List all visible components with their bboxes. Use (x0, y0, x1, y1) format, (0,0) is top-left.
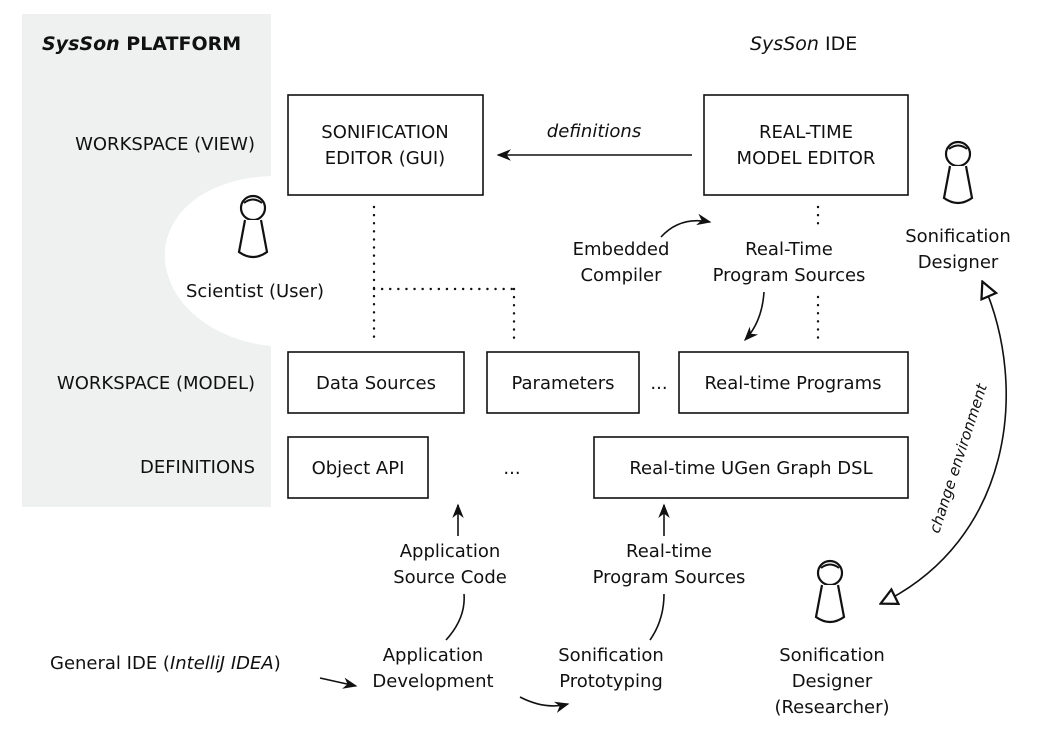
dev-to-prototyping-arrow (519, 696, 570, 713)
object-api-label: Object API (312, 458, 405, 479)
rt-program-sources-bottom-line2: Program Sources (593, 567, 746, 588)
realtime-model-editor-line1: REAL-TIME (759, 122, 853, 143)
embedded-compiler-line1: Embedded (573, 239, 670, 260)
scientist-icon (237, 194, 269, 259)
realtime-programs-box (678, 351, 909, 414)
row-label-workspace-view: WORKSPACE (VIEW) (75, 134, 255, 155)
app-development-line2: Development (372, 671, 493, 692)
definitions-arrow-label: definitions (547, 121, 641, 142)
sonification-editor-line1: SONIFICATION (321, 122, 448, 143)
defs-ellipsis: ... (503, 458, 520, 479)
general-ide-arrow (319, 677, 358, 689)
parameters-box (486, 351, 640, 414)
parameters-label: Parameters (511, 373, 614, 394)
scientist-label: Scientist (User) (186, 281, 324, 302)
realtime-programs-label: Real-time Programs (704, 373, 881, 394)
app-development-line1: Application (383, 645, 484, 666)
sonification-designer-icon (942, 140, 974, 205)
ugen-dsl-label: Real-time UGen Graph DSL (629, 458, 872, 479)
app-source-code-line1: Application (400, 541, 501, 562)
ugen-dsl-box (593, 436, 909, 499)
researcher-line3: (Researcher) (774, 697, 889, 718)
app-dev-curve (445, 593, 465, 641)
ide-title: SysSon IDE (750, 33, 857, 55)
sonification-editor-line2: EDITOR (GUI) (325, 148, 445, 169)
designer-top-line1: Sonification (905, 226, 1011, 247)
rt-program-sources-top-line1: Real-Time (745, 239, 833, 260)
embedded-compiler-line2: Compiler (580, 265, 662, 286)
prototyping-curve (649, 593, 665, 641)
sonification-researcher-icon (814, 559, 846, 624)
realtime-model-editor-line2: MODEL EDITOR (737, 148, 876, 169)
designer-top-line2: Designer (918, 252, 999, 273)
object-api-box (287, 436, 429, 499)
app-source-code-line2: Source Code (393, 567, 507, 588)
change-environment-arrow (882, 283, 1007, 603)
platform-background (22, 14, 271, 507)
data-sources-box (287, 351, 465, 414)
row-label-workspace-model: WORKSPACE (MODEL) (57, 373, 255, 394)
rt-program-sources-top-line2: Program Sources (713, 265, 866, 286)
sonification-editor-box (287, 94, 484, 196)
compiler-curve-arrow (660, 213, 712, 238)
platform-title: SysSon PLATFORM (42, 33, 241, 55)
data-sources-label: Data Sources (316, 373, 436, 394)
sonification-prototyping-line2: Prototyping (559, 671, 663, 692)
realtime-model-editor-box (703, 94, 909, 196)
researcher-line2: Designer (792, 671, 873, 692)
general-ide-label: General IDE (IntelliJ IDEA) (50, 653, 281, 674)
change-environment-label: change environment (926, 381, 992, 536)
program-sources-curve-arrow (744, 291, 765, 342)
researcher-line1: Sonification (779, 645, 885, 666)
row-label-definitions: DEFINITIONS (140, 457, 255, 478)
sonification-prototyping-line1: Sonification (558, 645, 664, 666)
rt-program-sources-bottom-line1: Real-time (626, 541, 712, 562)
model-ellipsis: ... (650, 373, 667, 394)
